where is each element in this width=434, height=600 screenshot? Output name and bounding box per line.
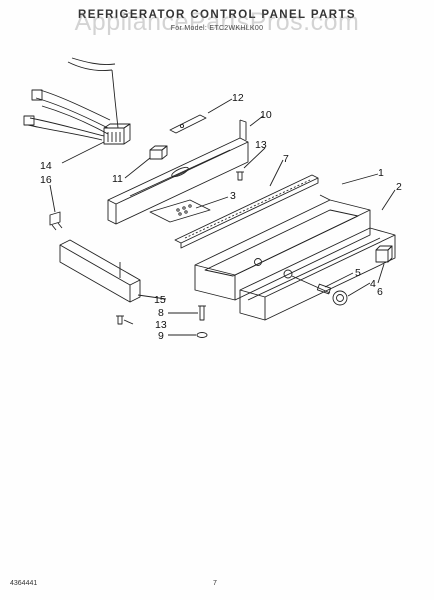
callout-7: 7 [283,153,289,165]
callout-6: 6 [377,286,383,298]
callout-12: 12 [232,92,244,104]
rail-part-7 [174,174,319,249]
model-subtitle: For Model: ETC2WKHLK00 [170,25,264,32]
callout-13-upper: 13 [255,139,267,151]
screw-part-8 [198,305,206,321]
watermark: AppliancePartsPros.com [74,8,360,36]
indicator-part-6 [375,245,393,263]
callout-10: 10 [260,109,272,121]
plate-part-3 [149,199,211,223]
callout-1: 1 [378,167,384,179]
callout-15: 15 [154,294,166,306]
callout-14: 14 [40,160,52,172]
callout-3: 3 [230,190,236,202]
wire-harness-part [23,57,131,145]
knob-part-4 [283,269,348,306]
bracket-part-12 [169,114,207,134]
page-number: 7 [213,580,217,587]
callout-9: 9 [158,330,164,342]
channel-part-10 [107,119,249,225]
lower-bracket-part-15 [59,239,141,303]
clip-part [49,211,63,231]
callout-4: 4 [370,278,376,290]
callout-11: 11 [112,173,123,185]
callout-labels: 12 10 13 7 1 2 3 11 14 16 5 4 6 15 8 13 … [40,92,402,342]
callout-13-lower: 13 [155,319,167,331]
callout-5: 5 [355,267,361,279]
panel-housing-part-1 [194,194,371,301]
page-title: REFRIGERATOR CONTROL PANEL PARTS [77,9,356,21]
trim-part-2 [239,227,396,321]
screw-part-13-upper [236,171,244,181]
callout-16: 16 [40,174,52,186]
document-number: 4364441 [10,580,38,587]
screw-part-13-lower [116,315,124,325]
callout-8: 8 [158,307,164,319]
switch-part-11 [149,145,168,160]
washer-part-9 [196,332,208,338]
callout-2: 2 [396,181,402,193]
